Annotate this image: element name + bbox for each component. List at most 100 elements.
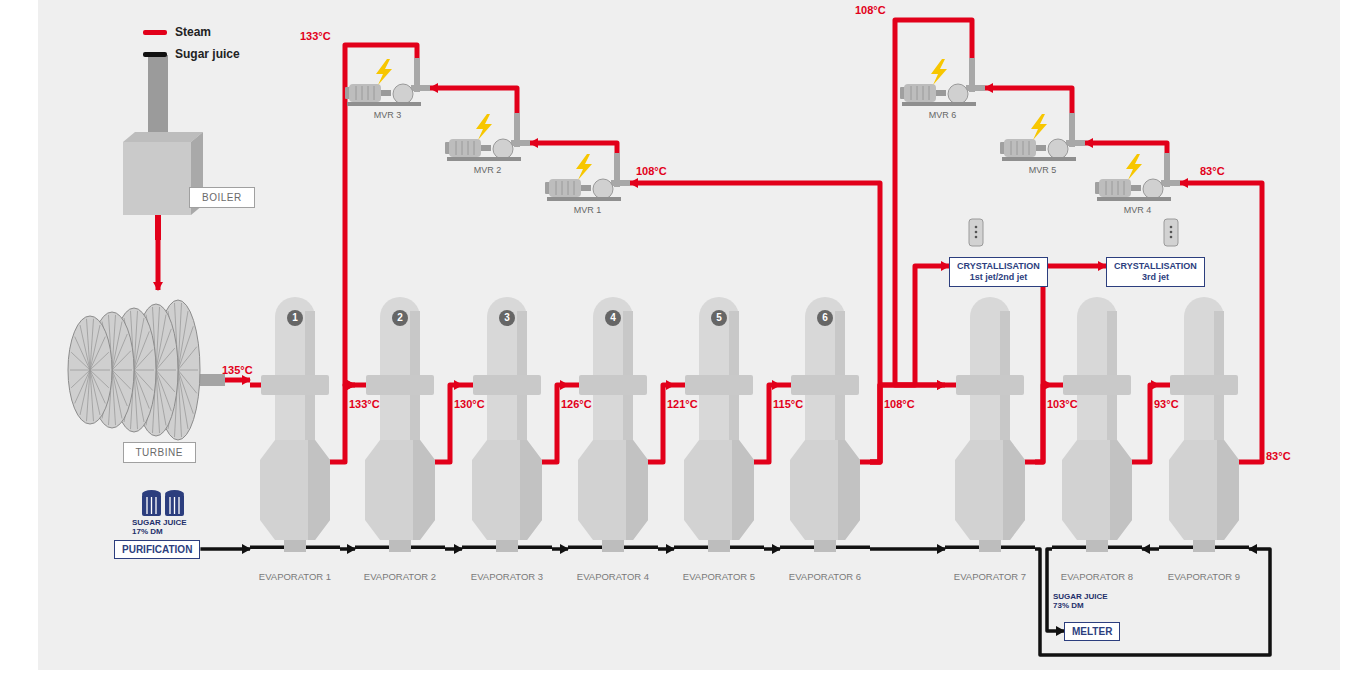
temperature-label: 121°C: [667, 398, 698, 411]
box-text: CRYSTALLISATION: [1114, 261, 1197, 272]
body-shade: [1217, 440, 1239, 540]
body-shade: [520, 440, 542, 540]
motor-fins: [456, 141, 474, 155]
steam-chest: [366, 375, 434, 395]
evap-node: 2EVAPORATOR 2: [355, 295, 445, 585]
evaporator-illustration: [1052, 295, 1142, 585]
juice-pipe: [200, 547, 250, 551]
tank-stripes: [147, 497, 179, 514]
evaporator-label: EVAPORATOR 3: [456, 571, 558, 583]
panel-ground: [38, 0, 1340, 670]
stream-note: SUGAR JUICE 73% DM: [1053, 592, 1123, 610]
inlet-pipe: [1066, 140, 1085, 146]
evaporator-base: [1193, 540, 1215, 552]
evaporator-column: [970, 297, 1010, 440]
temperature-label: 133°C: [300, 30, 331, 43]
evaporator-label: EVAPORATOR 8: [1046, 571, 1148, 583]
process-box: MELTER: [1064, 622, 1120, 641]
evaporator-body: [260, 440, 330, 540]
steam-pipe: [1085, 143, 1167, 153]
steam-pipe: [530, 143, 617, 153]
evap-node: 5EVAPORATOR 5: [674, 295, 764, 585]
evaporator-column: [593, 297, 633, 440]
body-shade: [626, 440, 648, 540]
number-badge: [711, 310, 727, 326]
steam-pipe: [658, 385, 674, 462]
evaporator-illustration: [674, 295, 764, 585]
mvr-label: MVR 1: [545, 205, 630, 216]
box-text: MELTER: [1072, 626, 1112, 637]
juice-pipe: [552, 547, 568, 551]
mvr-label: MVR 3: [345, 110, 430, 121]
tank-cap: [142, 490, 161, 498]
mvr-node: MVR 3: [345, 58, 430, 128]
box-text: PURIFICATION: [122, 544, 192, 555]
mvr-label: MVR 6: [900, 110, 985, 121]
coupling: [481, 145, 491, 151]
lightning-bolt: [376, 59, 392, 85]
callout-number: 1: [287, 312, 303, 324]
juice-pipe: [658, 547, 674, 551]
legend-text: Sugar juice: [175, 47, 240, 61]
evaporator-base: [979, 540, 1001, 552]
steam-inlet: [1159, 383, 1171, 388]
inlet-pipe: [611, 180, 630, 186]
box-text: 3rd jet: [1114, 272, 1197, 283]
temperature-label: 135°C: [222, 364, 253, 377]
steam-chest: [1063, 375, 1131, 395]
compressor: [1143, 179, 1163, 199]
boiler-node: BOILER: [115, 50, 270, 240]
canister-dot: [1170, 226, 1173, 229]
body-shade: [838, 440, 860, 540]
evaporator-illustration: [355, 295, 445, 585]
coupling: [936, 90, 946, 96]
steam-chest: [261, 375, 329, 395]
base-plate: [447, 157, 521, 161]
evaporator-illustration: [568, 295, 658, 585]
evap-node: 6EVAPORATOR 6: [780, 295, 870, 585]
mvr-node: MVR 2: [445, 113, 530, 183]
steam-pipe: [156, 240, 161, 290]
evaporator-base: [389, 540, 411, 552]
evaporator-body: [790, 440, 860, 540]
number-badge: [499, 310, 515, 326]
evaporator-base: [814, 540, 836, 552]
body-shade: [413, 440, 435, 540]
steam-pipe: [764, 385, 780, 462]
body-shade: [1003, 440, 1025, 540]
temperature-label: 130°C: [454, 398, 485, 411]
mvr-label: MVR 2: [445, 165, 530, 176]
motor-body: [1004, 139, 1036, 157]
disc-outline: [68, 316, 112, 424]
crystal-canister: [969, 219, 983, 246]
steam-pipe: [552, 385, 568, 462]
boiler-front: [123, 142, 191, 215]
evaporator-label: EVAPORATOR 7: [939, 571, 1041, 583]
steam-inlet: [1052, 383, 1064, 388]
steam-pipe: [1142, 385, 1159, 462]
evaporator-column: [699, 297, 739, 440]
temperature-label: 108°C: [636, 165, 667, 178]
number-badge: [605, 310, 621, 326]
canister-body: [1164, 219, 1178, 246]
steam-chest: [473, 375, 541, 395]
evaporator-label: EVAPORATOR 1: [244, 571, 346, 583]
evaporator-column: [805, 297, 845, 440]
steam-pipe: [225, 378, 250, 383]
legend-swatch: [143, 30, 167, 35]
temperature-label: 83°C: [1200, 165, 1225, 178]
tank-cap: [165, 490, 184, 498]
evaporator-illustration: [945, 295, 1035, 585]
legend-swatch: [143, 52, 167, 57]
boiler-top: [123, 132, 203, 142]
evaporator-label: EVAPORATOR 6: [774, 571, 876, 583]
temperature-label: 115°C: [773, 398, 803, 411]
evaporator-label: EVAPORATOR 4: [562, 571, 664, 583]
evaporator-column: [1184, 297, 1224, 440]
process-box: PURIFICATION: [114, 540, 200, 559]
boiler-label: BOILER: [189, 187, 255, 208]
base-plate: [902, 102, 976, 106]
temperature-label: 83°C: [1266, 450, 1291, 463]
